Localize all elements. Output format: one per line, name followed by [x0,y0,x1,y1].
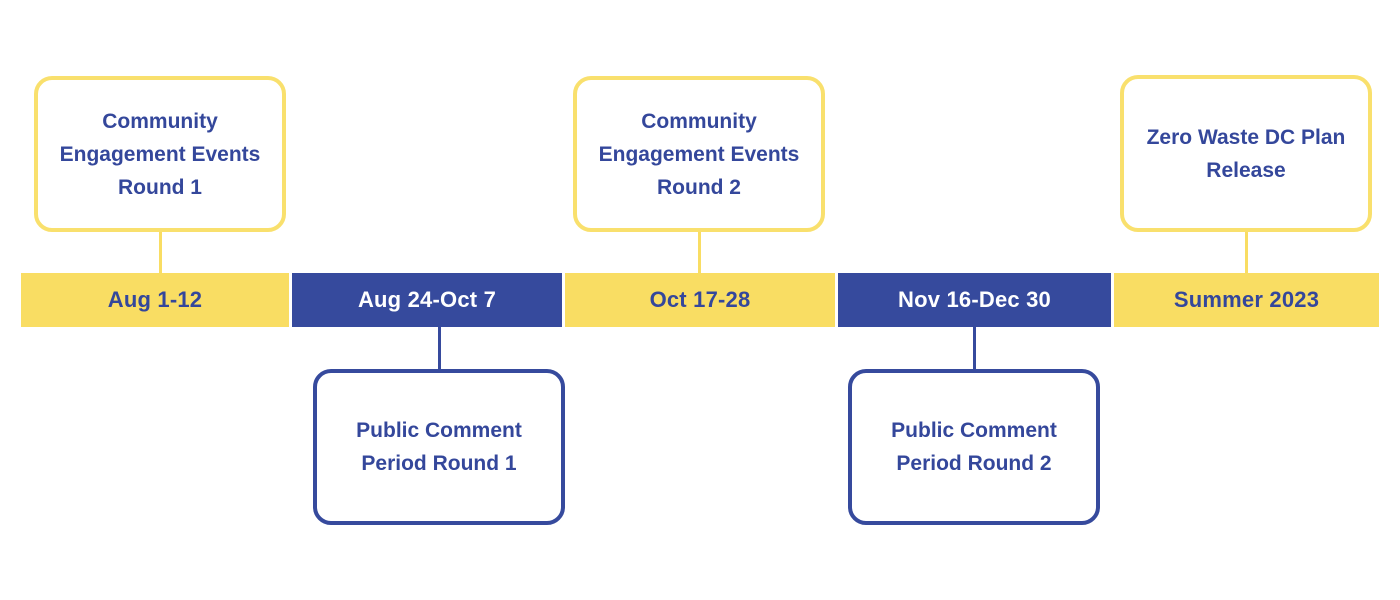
timeline-period-aug-1-12: Aug 1-12 [21,273,289,327]
event-card-label: Community Engagement Events Round 1 [59,109,261,199]
connector-line [698,232,701,273]
connector-line [1245,231,1248,273]
event-card-label: Community Engagement Events Round 2 [598,109,800,199]
event-card-label: Public Comment Period Round 1 [356,419,522,475]
timeline-period-nov-16-dec-30: Nov 16-Dec 30 [838,273,1111,327]
connector-line [159,232,162,273]
event-card-community-engagement-round-2: Community Engagement Events Round 2 [573,76,825,232]
connector-line [438,327,441,370]
timeline-period-summer-2023: Summer 2023 [1114,273,1379,327]
connector-line [973,327,976,370]
event-card-public-comment-round-1: Public Comment Period Round 1 [313,369,565,525]
event-card-public-comment-round-2: Public Comment Period Round 2 [848,369,1100,525]
event-card-label: Public Comment Period Round 2 [891,419,1057,475]
event-card-label: Zero Waste DC Plan Release [1146,125,1346,182]
event-card-community-engagement-round-1: Community Engagement Events Round 1 [34,76,286,232]
timeline-period-oct-17-28: Oct 17-28 [565,273,835,327]
timeline-period-aug-24-oct-7: Aug 24-Oct 7 [292,273,562,327]
event-card-plan-release: Zero Waste DC Plan Release [1120,75,1372,232]
